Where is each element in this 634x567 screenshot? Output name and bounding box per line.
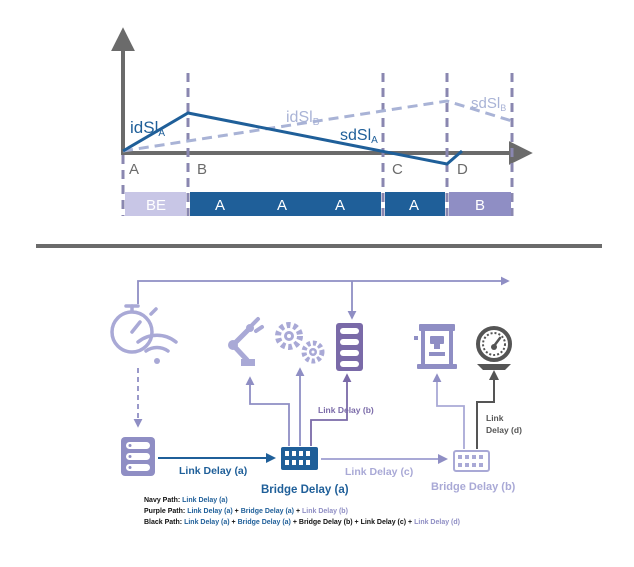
legend-black-bridge-b: Bridge Delay (b) [298,519,353,526]
legend-plus: + [354,519,359,526]
path-legend: Navy Path: Link Delay (a) Purple Path: L… [144,495,614,528]
legend-black-title: Black Path: [144,519,183,526]
link-delay-d-label-line2: Delay (d) [486,425,522,435]
3d-printer-icon [414,324,457,369]
slot-label-be: BE [146,197,166,214]
x-label-c: C [392,161,403,178]
bridge-a-icon [281,447,318,470]
legend-purple-link-b: Link Delay (b) [302,508,348,515]
legend-navy-link-a: Link Delay (a) [182,497,228,504]
legend-purple-title: Purple Path: [144,508,186,515]
network-section: Link Delay (a) Bridge Delay (a) Link Del… [110,276,522,496]
bridge-a-to-server-purple [310,373,352,446]
legend-purple-row: Purple Path: Link Delay (a) + Bridge Del… [144,506,614,517]
bridge-delay-a-label: Bridge Delay (a) [261,484,349,496]
bridge-b-icon [453,450,490,472]
bridge-a-to-robot-arm [245,376,290,446]
legend-black-link-a: Link Delay (a) [184,519,230,526]
legend-plus: + [295,508,301,515]
legend-black-link-d: Link Delay (d) [414,519,460,526]
sdsl-b-label: sdSlB [471,95,506,113]
idsl-b-label: idSlB [286,109,320,128]
slot-bar: BE A A A A B [125,192,511,216]
link-delay-d-label-line1: Link [486,413,504,423]
bridge-delay-b-label: Bridge Delay (b) [431,481,516,493]
legend-plus: + [234,508,239,515]
idsl-a-label: idSlA [130,118,165,139]
idsl-a-curve [122,111,463,166]
slot-label-a1: A [215,197,225,214]
slot-b [449,192,511,216]
legend-plus: + [292,519,297,526]
stopwatch-wifi-icon [110,304,178,364]
legend-purple-link-a: Link Delay (a) [187,508,233,515]
link-delay-a-label: Link Delay (a) [179,465,247,477]
legend-navy-row: Navy Path: Link Delay (a) [144,495,614,506]
gauge-icon [476,326,512,370]
gears-icon [275,322,325,364]
x-label-d: D [457,161,468,178]
legend-navy-title: Navy Path: [144,497,181,504]
bridge-b-to-gauge [476,370,499,449]
talker-server-icon [121,437,155,476]
slot-a-d [385,192,445,216]
purple-server-icon [336,323,363,371]
legend-purple-bridge-a: Bridge Delay (a) [240,508,294,515]
sync-distribution-line [137,276,510,304]
legend-plus: + [231,519,236,526]
slot-label-b: B [475,197,485,214]
slot-label-a4: A [409,197,419,214]
x-label-b: B [197,161,207,178]
legend-black-bridge-a: Bridge Delay (a) [237,519,291,526]
slot-boundaries [121,73,514,216]
bridge-b-to-3d-printer [432,373,465,449]
legend-black-row: Black Path: Link Delay (a) + Bridge Dela… [144,517,614,528]
link-delay-b-label: Link Delay (b) [318,405,374,415]
slot-a-main [190,192,381,216]
robot-arm-icon [228,317,264,366]
timeline-section: idSlA idSlB sdSlA sdSlB A B C D BE A A A… [111,27,533,216]
sdsl-a-label: sdSlA [340,127,378,146]
slot-be [125,192,186,216]
slot-label-a3: A [335,197,345,214]
slot-label-a2: A [277,197,287,214]
legend-black-link-c: Link Delay (c) [360,519,407,526]
legend-plus: + [408,519,413,526]
idsl-b-curve [122,99,513,153]
link-delay-c-label: Link Delay (c) [345,466,413,478]
x-label-a: A [129,161,139,178]
